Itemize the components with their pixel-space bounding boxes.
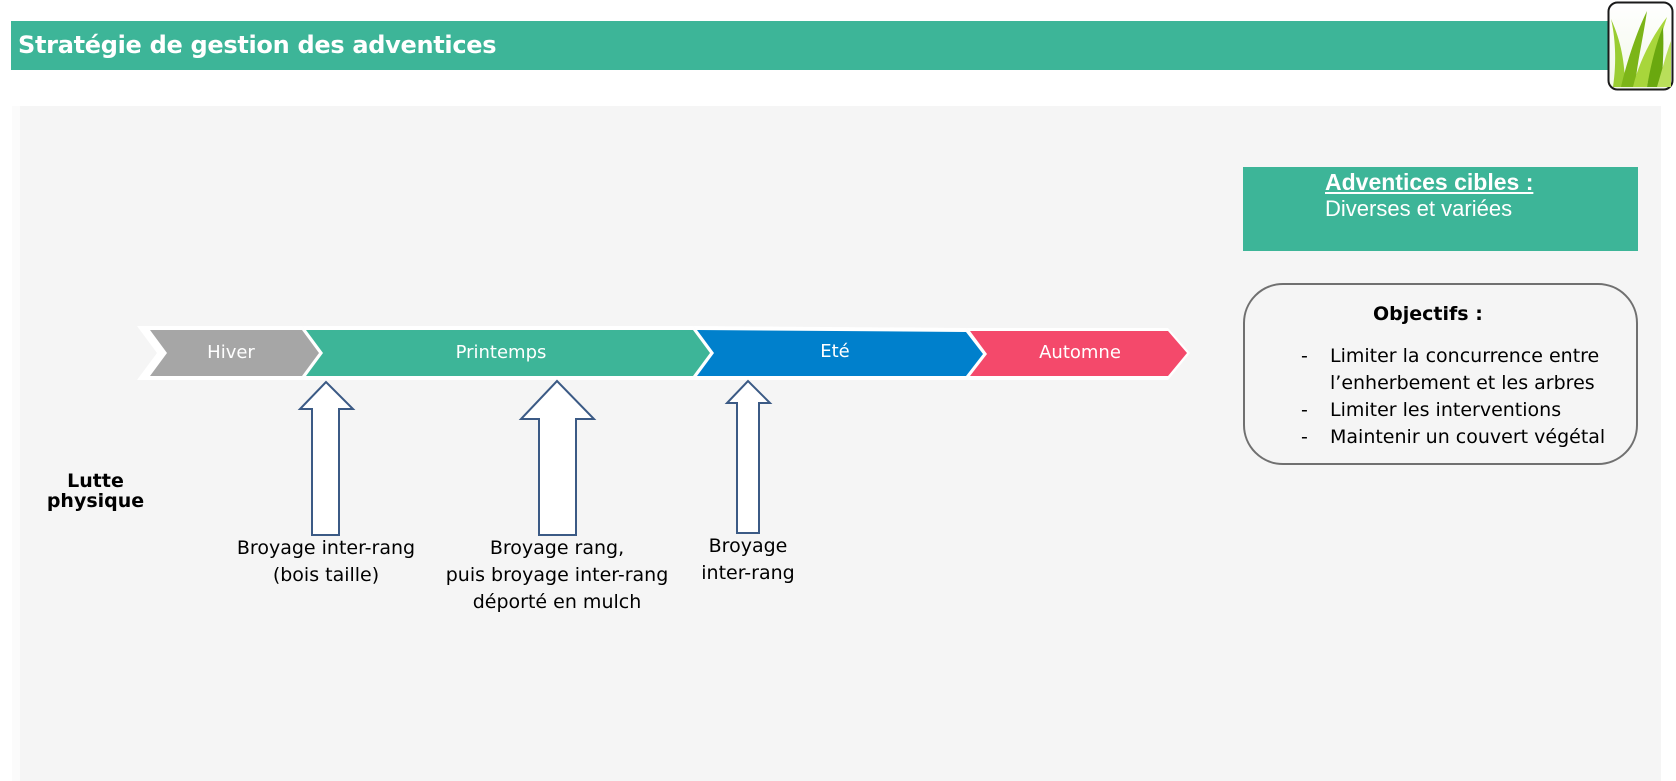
season-label-spring: Printemps [455,342,547,363]
objective-item: Limiter la concurrence entre l’enherbeme… [1245,343,1630,397]
objectives-box: Objectifs : Limiter la concurrence entre… [1243,283,1638,465]
objective-item: Maintenir un couvert végétal [1245,424,1630,451]
up-arrow-icon [297,380,356,536]
up-arrow-icon [518,379,597,536]
grass-logo-icon [1607,1,1674,91]
header-bar [11,21,1611,70]
panel-edge [12,106,20,781]
season-label-autumn: Automne [1039,342,1121,363]
row-label-lutte-physique: Lutte physique [46,470,145,512]
action-label-summer: Broyage inter-rang [701,535,795,584]
objectives-list: Limiter la concurrence entre l’enherbeme… [1245,343,1630,451]
objective-item: Limiter les interventions [1245,397,1630,424]
target-weeds-value: Diverses et variées [1325,196,1513,221]
season-chevron-winter-fill [150,330,319,376]
action-label-winter: Broyage inter-rang (bois taille) [236,537,416,586]
objectives-title: Objectifs : [1373,303,1483,325]
target-weeds-box: Adventices cibles : Diverses et variées [1243,167,1638,251]
up-arrow-icon [724,379,773,534]
season-chevron-summer-fill [697,330,983,376]
action-label-spring: Broyage rang, puis broyage inter-rang dé… [445,537,669,613]
page-title: Stratégie de gestion des adventices [18,31,497,59]
season-chevron-spring-fill [306,330,710,376]
target-weeds-title: Adventices cibles : [1325,169,1534,195]
season-label-summer: Eté [820,341,850,362]
season-chevron-autumn-fill [970,331,1187,376]
season-label-winter: Hiver [207,342,255,363]
